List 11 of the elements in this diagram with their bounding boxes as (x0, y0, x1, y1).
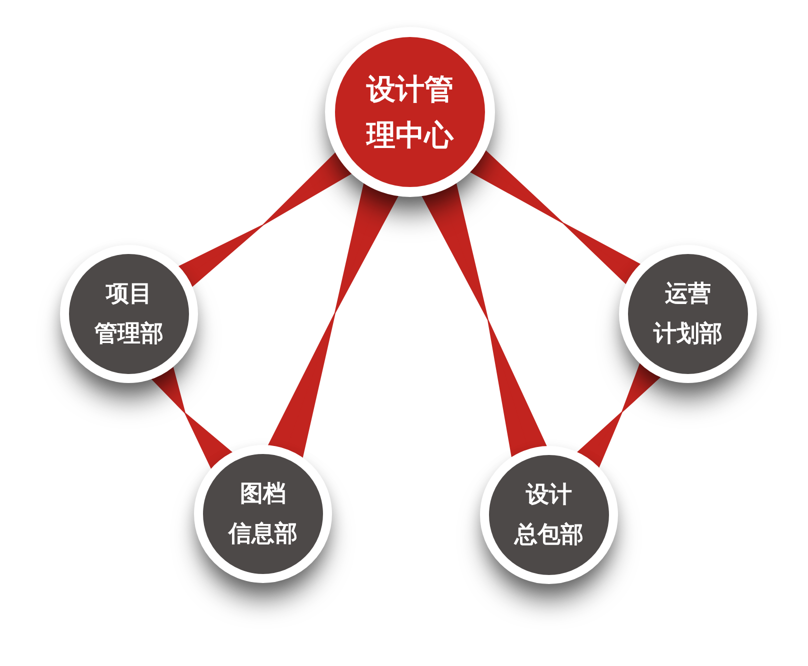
tapered-connector (152, 366, 232, 469)
tapered-connector (422, 183, 547, 458)
circle-label: 项目管理部 (94, 280, 164, 349)
tapered-connector (268, 183, 398, 458)
circle-label: 设计总包部 (514, 481, 584, 550)
tapered-connector (470, 150, 641, 284)
circle-label: 运营计划部 (654, 280, 722, 349)
tapered-connector (577, 363, 660, 468)
tapered-connector (178, 152, 352, 287)
circle-label: 图档信息部 (228, 480, 298, 549)
circle-label: 设计管理中心 (366, 71, 454, 154)
